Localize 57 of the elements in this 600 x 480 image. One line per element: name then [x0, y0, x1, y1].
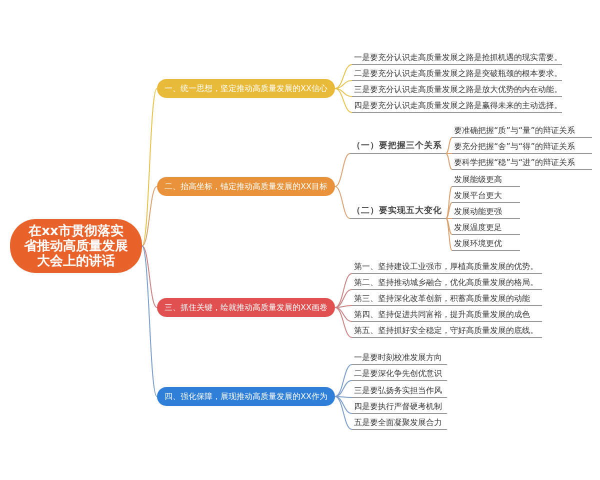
item-text: 四是要执行严督硬考机制: [352, 399, 447, 414]
branch-line: [446, 153, 452, 154]
item-text: 第五、坚持抓好安全稳定，守好高质量发展的底线。: [352, 323, 542, 338]
branch-line: [446, 218, 452, 251]
item-text: 三是要弘扬务实担当作风: [352, 383, 447, 398]
item-text: 一是要时刻校准发展方向: [352, 350, 447, 365]
item-text: 二是要深化争先创优意识: [352, 366, 447, 381]
branch-pill: 三、抓住关键，绘就推动高质量发展的XX画卷: [157, 298, 335, 317]
branch-line: [334, 305, 352, 308]
branch-line: [142, 246, 158, 308]
branch-line: [142, 186, 158, 246]
branch-line: [334, 186, 350, 219]
branch-line: [334, 80, 352, 89]
item-text: 发展动能更强: [452, 204, 520, 219]
item-text: 第四、坚持促进共同富裕，提升高质量发展的成色: [352, 307, 542, 322]
item-text: 第一、坚持建设工业强市，厚植高质量发展的优势。: [352, 259, 542, 274]
item-text: 五是要全面凝聚发展合力: [352, 415, 447, 430]
branch-line: [334, 64, 352, 89]
item-text: 第三、坚持深化改革创新，积蓄高质量发展的动能: [352, 291, 542, 306]
item-text: 二是要充分认识走高质量发展之路是突破瓶颈的根本要求。: [352, 66, 562, 81]
branch-pill: 四、强化保障，展现推动高质量发展的XX作为: [157, 387, 335, 406]
branch-line: [334, 396, 352, 430]
item-text: 要准确把握“质”与“量”的辩证关系: [452, 123, 592, 138]
item-text: 要充分把握“舍”与“得”的辩证关系: [452, 139, 592, 154]
item-text: 发展平台更大: [452, 188, 520, 203]
subtopic-text: （二）要实现五大变化: [350, 204, 446, 219]
branch-line: [334, 380, 352, 397]
item-text: 三是要充分认识走高质量发展之路是放大优势的内在动能。: [352, 82, 562, 97]
branch-pill: 二、抬高坐标，锚定推动高质量发展的XX目标: [157, 177, 335, 196]
item-text: 第二、坚持推动城乡融合，优化高质量发展的格局。: [352, 275, 542, 290]
branch-line: [446, 202, 452, 219]
branch-line: [142, 246, 158, 397]
branch-line: [334, 88, 352, 97]
branch-line: [142, 88, 158, 246]
branch-line: [334, 307, 352, 338]
branch-line: [334, 307, 352, 322]
branch-line: [334, 153, 350, 187]
branch-line: [334, 364, 352, 397]
branch-line: [334, 273, 352, 308]
topic-bubble: 在xx市贯彻落实省推动高质量发展大会上的讲话: [10, 219, 142, 273]
subtopic-text: （一）要把握三个关系: [350, 139, 446, 154]
branch-line: [334, 396, 352, 398]
item-text: 一是要充分认识走高质量发展之路是抢抓机遇的现实需要。: [352, 50, 562, 65]
branch-line: [446, 137, 452, 154]
item-text: 要科学把握“稳”与“进”的辩证关系: [452, 155, 592, 170]
branch-line: [446, 186, 452, 219]
branch-line: [334, 88, 352, 113]
branch-line: [334, 396, 352, 414]
item-text: 发展温度更足: [452, 220, 520, 235]
item-text: 发展能级更高: [452, 172, 520, 187]
item-text: 发展环境更优: [452, 236, 520, 251]
branch-line: [446, 218, 452, 219]
branch-pill: 一、统一思想，坚定推动高质量发展的XX信心: [157, 79, 335, 98]
item-text: 四是要充分认识走高质量发展之路是赢得未来的主动选择。: [352, 98, 562, 113]
branch-line: [446, 153, 452, 170]
branch-line: [334, 289, 352, 308]
branch-line: [446, 218, 452, 235]
